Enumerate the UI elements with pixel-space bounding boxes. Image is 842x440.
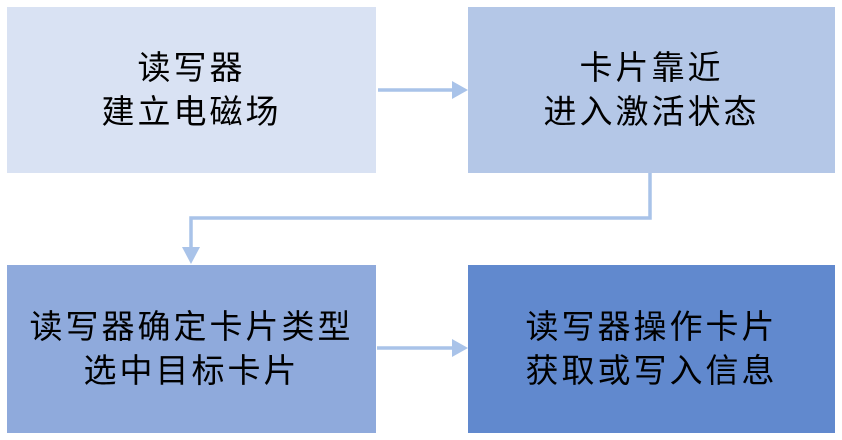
step-text-line: 获取或写入信息: [525, 352, 778, 389]
step-text-line: 卡片靠近: [579, 49, 724, 87]
step-text-line: 进入激活状态: [543, 93, 760, 130]
flow-step-select-card: 读写器确定卡片类型 选中目标卡片: [7, 265, 376, 433]
arrow-elbow-down-icon: [182, 173, 652, 264]
step-text-line: 读写器操作卡片: [525, 308, 778, 346]
arrow-right-icon: [377, 339, 468, 357]
step-text-line: 读写器确定卡片类型: [29, 308, 354, 346]
step-text-line: 读写器: [137, 49, 246, 87]
step-text-line: 建立电磁场: [101, 93, 282, 130]
flow-step-operate-card: 读写器操作卡片 获取或写入信息: [468, 265, 835, 433]
step-text-line: 选中目标卡片: [83, 352, 300, 389]
flow-step-reader-creates-field: 读写器 建立电磁场: [7, 7, 376, 173]
arrow-right-icon: [378, 81, 468, 99]
flow-step-card-activated: 卡片靠近 进入激活状态: [468, 7, 835, 173]
